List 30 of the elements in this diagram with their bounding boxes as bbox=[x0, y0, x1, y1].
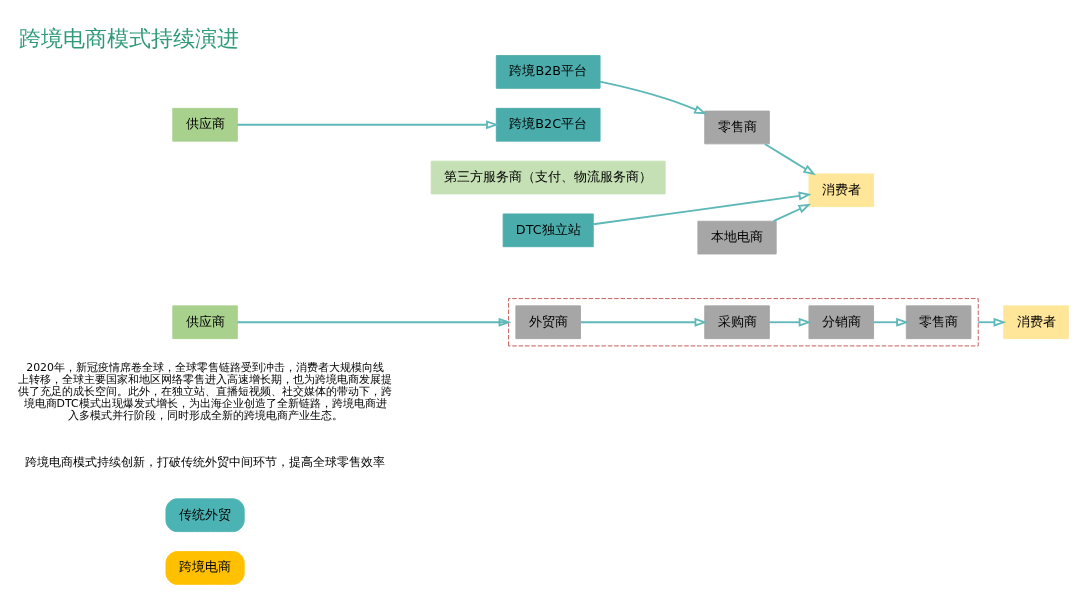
node-box: 外贸商 bbox=[515, 305, 581, 340]
node-box: 跨境电商 bbox=[165, 551, 245, 585]
node-box: DTC独立站 bbox=[502, 213, 594, 248]
node-box: 跨境B2B平台 bbox=[495, 55, 601, 89]
node-box: 消费者 bbox=[808, 173, 874, 208]
arrow bbox=[763, 143, 816, 176]
diagram-title: 跨境电商模式持续演进 bbox=[18, 25, 239, 51]
node-box: 分销商 bbox=[808, 305, 874, 340]
node-box: 跨境B2C平台 bbox=[495, 107, 601, 142]
label: 跨境电商模式持续创新，打破传统外贸中间环节，提高全球零售效率 bbox=[25, 454, 386, 469]
node-box: 供应商 bbox=[172, 107, 238, 142]
node-box: 传统外贸 bbox=[165, 498, 245, 533]
arrow bbox=[772, 203, 812, 223]
arrow bbox=[236, 120, 499, 130]
arrow bbox=[977, 317, 1007, 327]
label: 2020年，新冠疫情席卷全球，全球零售链路受到冲击，消费者大规模向线上转移，全球主要国家和地区网络零售进入高速增长期，也为跨境电商发展提供了充足的成长空间。此外，在独立站、直播短视频、社交媒体的带动下，跨境电商DTC模式出现爆发式增长，为出海企业创造了全新链路，跨境电商进入多模式并行阶段，同时形成全新的跨境电商产业生态。 bbox=[18, 361, 393, 422]
node-box: 零售商 bbox=[905, 305, 972, 340]
arrow bbox=[592, 191, 812, 226]
cluster bbox=[508, 298, 979, 347]
node-box: 供应商 bbox=[172, 305, 238, 340]
node-box: 本地电商 bbox=[697, 220, 777, 255]
node-box: 采购商 bbox=[704, 305, 770, 340]
arrow bbox=[579, 317, 708, 327]
arrow bbox=[872, 317, 909, 327]
node-box: 零售商 bbox=[704, 110, 770, 145]
node-box: 第三方服务商（支付、物流服务商） bbox=[430, 160, 666, 195]
arrow bbox=[236, 317, 512, 327]
arrow bbox=[599, 80, 707, 115]
arrow bbox=[768, 317, 812, 327]
node-box: 消费者 bbox=[1003, 305, 1069, 340]
